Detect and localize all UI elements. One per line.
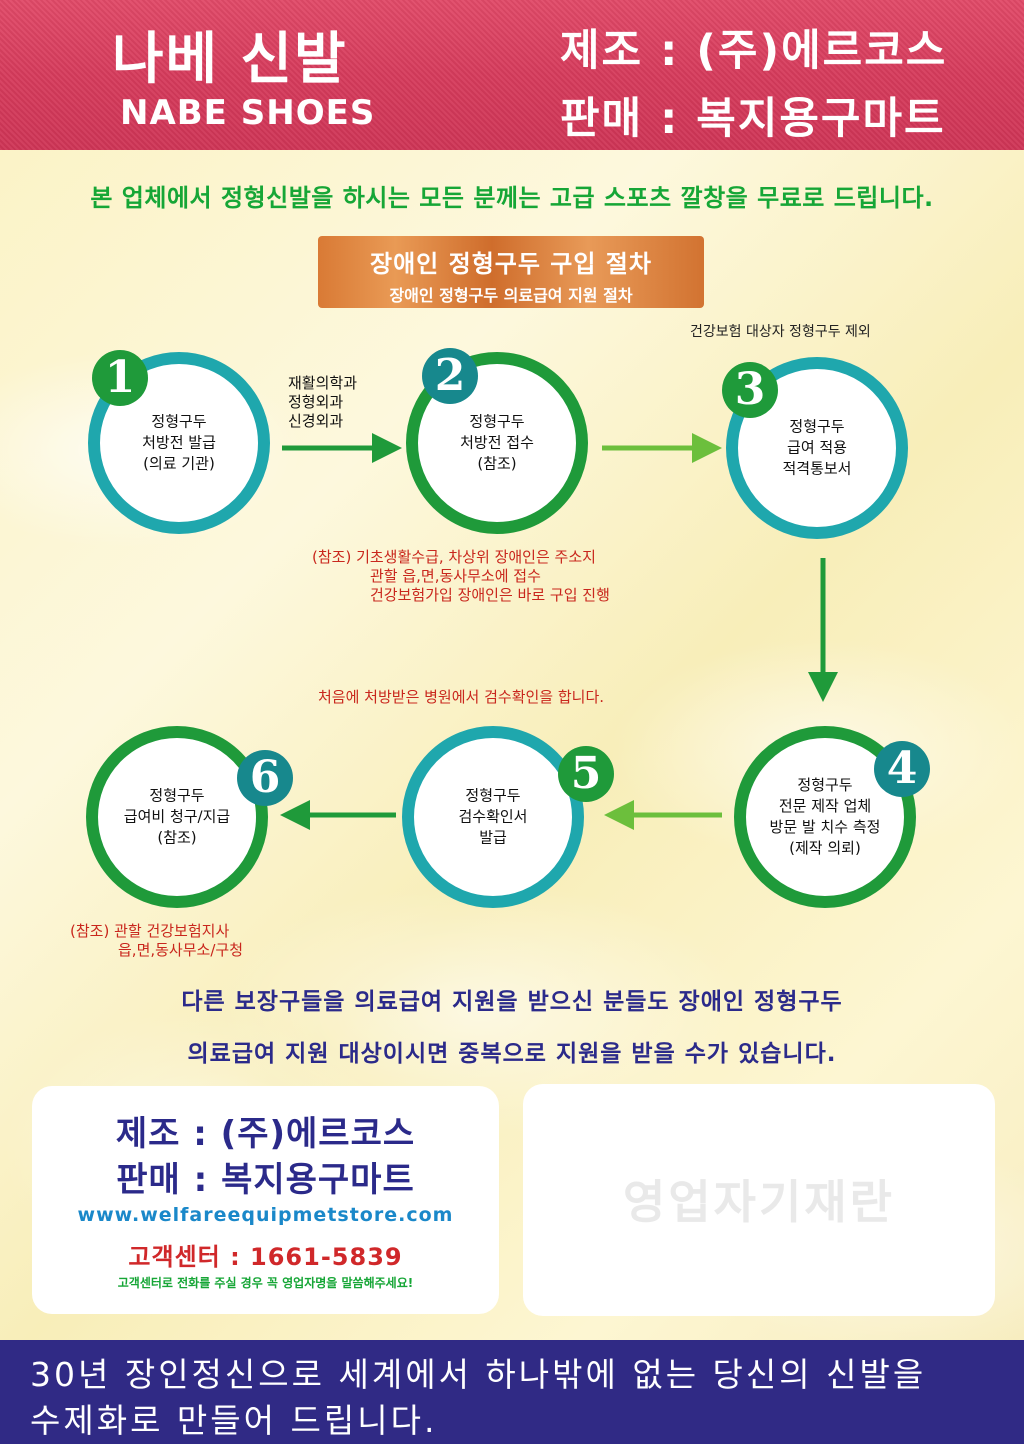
header-texture <box>0 0 1024 150</box>
contact-card: 제조 : (주)에르코스 판매 : 복지용구마트 www.welfareequi… <box>32 1086 499 1314</box>
step-2-text: 정형구두 처방전 접수 (참조) <box>460 412 534 473</box>
contact-phone: 고객센터 : 1661-5839 <box>128 1243 403 1271</box>
sales-person-box: 영업자기재란 <box>523 1084 995 1316</box>
inspection-note: 처음에 처방받은 병원에서 검수확인을 합니다. <box>318 688 605 706</box>
footer-line-2: 수제화로 만들어 드립니다. <box>30 1401 438 1440</box>
step-2-number: 2 <box>422 348 478 404</box>
duplicate-support-message-line2: 의료급여 지원 대상이시면 중복으로 지원을 받을 수가 있습니다. <box>187 1041 837 1067</box>
step-1-text: 정형구두 처방전 발급 (의료 기관) <box>142 412 216 473</box>
step-6-text: 정형구두 급여비 청구/지급 (참조) <box>123 786 231 847</box>
step-4-text: 정형구두 전문 제작 업체 방문 발 치수 측정 (제작 의뢰) <box>769 776 881 857</box>
procedure-subtitle: 장애인 정형구두 의료급여 지원 절차 <box>389 286 633 305</box>
contact-hint: 고객센터로 전화를 주실 경우 꼭 영업자명을 말씀해주세요! <box>117 1276 414 1290</box>
step-1-number: 1 <box>92 350 148 406</box>
step-5-circle: 정형구두 검수확인서 발급 <box>402 726 584 908</box>
duplicate-support-message-line1: 다른 보장구들을 의료급여 지원을 받으신 분들도 장애인 정형구두 <box>181 989 843 1015</box>
sales-person-placeholder: 영업자기재란 <box>623 1175 895 1229</box>
step-3-text: 정형구두 급여 적용 적격통보서 <box>782 417 852 478</box>
contact-seller: 판매 : 복지용구마트 <box>116 1160 415 1200</box>
contact-website-link[interactable]: www.welfareequipmetstore.com <box>77 1204 454 1226</box>
step-5-number: 5 <box>558 746 614 802</box>
step-5-text: 정형구두 검수확인서 발급 <box>458 786 528 847</box>
step-4-number: 4 <box>874 741 930 797</box>
contact-maker: 제조 : (주)에르코스 <box>115 1114 416 1154</box>
header-banner: 나베 신발 NABE SHOES 제조 : (주)에르코스 판매 : 복지용구마… <box>0 0 1024 150</box>
brand-english: NABE SHOES <box>120 93 376 133</box>
procedure-title-box: 장애인 정형구두 구입 절차 장애인 정형구두 의료급여 지원 절차 <box>318 236 704 308</box>
brand-korean: 나베 신발 <box>112 27 348 92</box>
insurance-exclusion-note: 건강보험 대상자 정형구두 제외 <box>690 324 871 340</box>
promo-text: 본 업체에서 정형신발을 하시는 모든 분께는 고급 스포츠 깔창을 무료로 드… <box>90 184 934 212</box>
step-3-number: 3 <box>722 362 778 418</box>
footer-banner: 30년 장인정신으로 세계에서 하나밖에 없는 당신의 신발을 수제화로 만들어… <box>0 1340 1024 1444</box>
procedure-title: 장애인 정형구두 구입 절차 <box>370 250 652 278</box>
footer-line-1: 30년 장인정신으로 세계에서 하나밖에 없는 당신의 신발을 <box>30 1355 927 1394</box>
step-6-number: 6 <box>237 750 293 806</box>
step-2-reference-note: (참조) 기초생활수급, 차상위 장애인은 주소지 관할 읍,면,동사무소에 접… <box>312 548 610 604</box>
header-seller: 판매 : 복지용구마트 <box>560 94 946 144</box>
header-maker: 제조 : (주)에르코스 <box>560 26 948 76</box>
department-label: 재활의학과 정형외과 신경외과 <box>288 374 358 430</box>
step-6-reference-note: (참조) 관할 건강보험지사 읍,면,동사무소/구청 <box>70 922 243 959</box>
step-6-circle: 정형구두 급여비 청구/지급 (참조) <box>86 726 268 908</box>
